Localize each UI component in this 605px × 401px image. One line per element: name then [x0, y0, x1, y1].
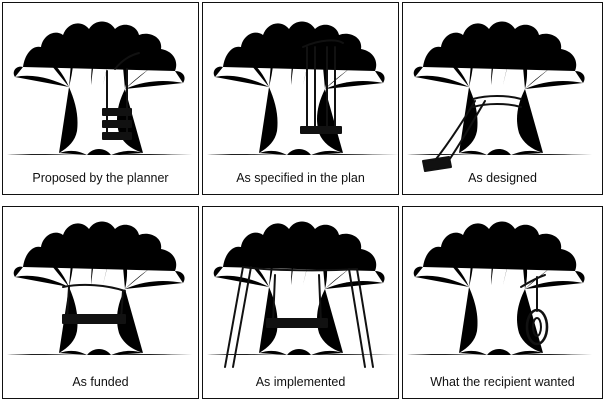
panel-as-designed: As designed [402, 2, 603, 195]
panel-caption: As implemented [255, 375, 346, 389]
panel-proposed-by-planner: Proposed by the planner [2, 2, 199, 195]
panel-caption: Proposed by the planner [32, 171, 169, 185]
tree-swing-illustration [7, 21, 199, 155]
tree-swing-illustration [7, 221, 199, 355]
tree-swing-illustration [207, 21, 399, 155]
panel-as-funded: As funded [2, 206, 199, 399]
tree-swing-illustration [407, 221, 599, 355]
panel-caption: As designed [468, 171, 537, 185]
panel-as-implemented: As implemented [202, 206, 399, 399]
tree-swing-illustration [207, 221, 399, 368]
panel-specified-in-plan: As specified in the plan [202, 2, 399, 195]
panel-caption: As specified in the plan [236, 171, 365, 185]
panel-caption: What the recipient wanted [430, 375, 575, 389]
panel-recipient-wanted: What the recipient wanted [402, 206, 603, 399]
panel-caption: As funded [72, 375, 129, 389]
tree-swing-illustration [407, 21, 599, 172]
